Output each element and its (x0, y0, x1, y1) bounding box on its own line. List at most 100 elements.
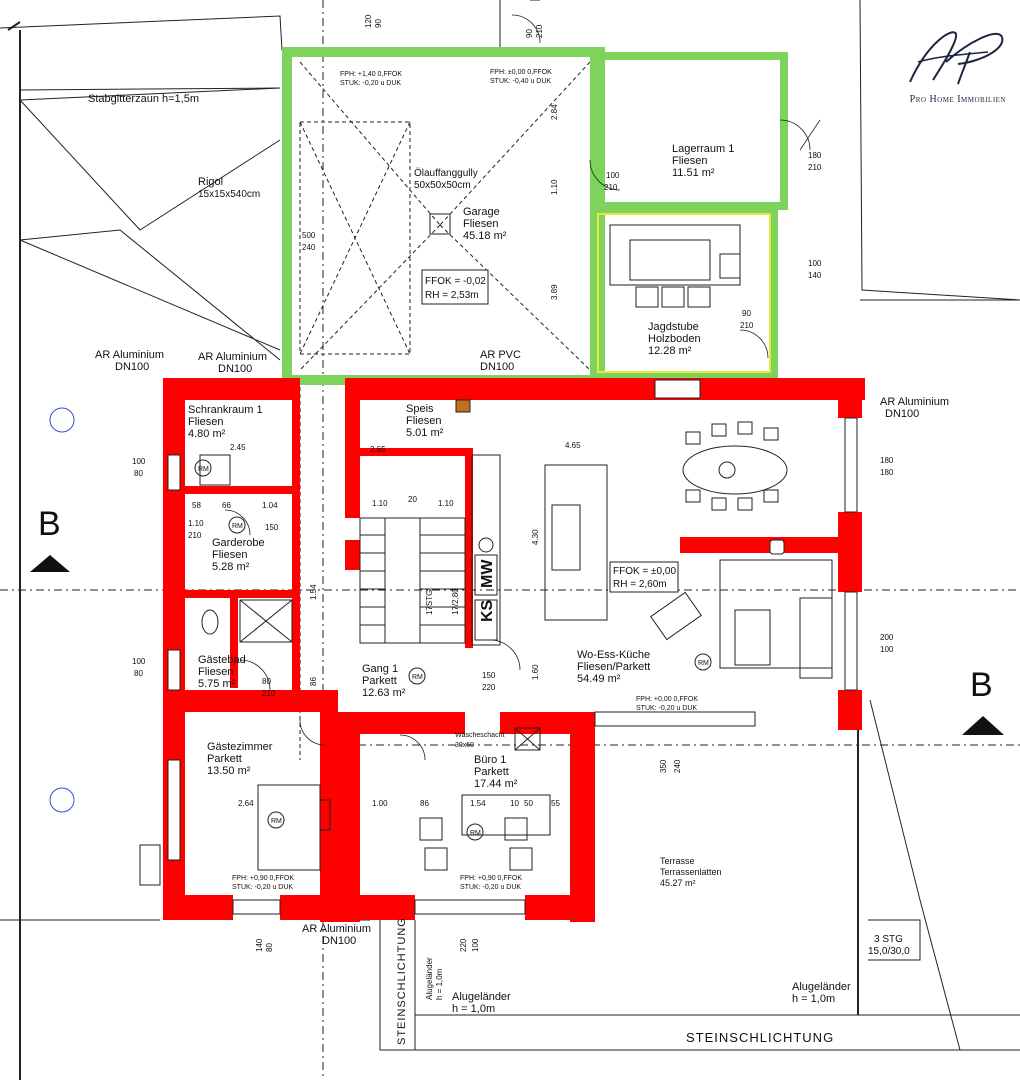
label-alugelaender-3b: h = 1,0m (435, 968, 444, 1000)
fph-2: FPH: ±0,00 0,FFOK (490, 69, 552, 76)
room-garage-floor: Fliesen (463, 218, 498, 230)
dim-100f: 100 (132, 457, 146, 466)
label-alugelaender-1a: Alugeländer (452, 991, 511, 1003)
room-garage-name: Garage (463, 206, 500, 218)
label-ar-alu-4b: DN100 (322, 935, 356, 947)
fph-3-stuk: STUK: -0,20 u DUK (636, 705, 697, 712)
room-lager-name: Lagerraum 1 (672, 143, 734, 155)
dim-264: 2.64 (238, 799, 254, 808)
fph-5: FPH: +0,90 0,FFOK (460, 875, 522, 882)
dim-430: 4.30 (531, 529, 540, 545)
dim-110a: 1.10 (550, 179, 559, 195)
label-alugelaender-2b: h = 1,0m (792, 993, 835, 1005)
rm-5: RM (271, 818, 282, 825)
label-oelgully-size: 50x50x50cm (414, 180, 471, 191)
room-speis-area: 5.01 m² (406, 427, 444, 439)
label-ar-alu-2a: AR Aluminium (198, 351, 267, 363)
dim-240b: 240 (673, 759, 682, 773)
room-terrasse-area: 45.27 m² (660, 878, 696, 888)
room-gaestebad-floor: Fliesen (198, 666, 233, 678)
annotations: Stabgitterzaun h=1,5m Rigol 15x15x540cm … (88, 93, 949, 1015)
dim-180a: 180 (808, 151, 822, 160)
dim-90a: 90 (374, 19, 383, 28)
dim-500: 500 (302, 231, 316, 240)
rm-circles (194, 459, 736, 841)
label-ar-alu-2b: DN100 (218, 363, 252, 375)
dim-50: 50 (524, 799, 533, 808)
room-terrasse-floor: Terrassenlatten (660, 867, 722, 877)
label-waescheschacht: Wäscheschacht (455, 732, 504, 739)
dim-240: 240 (302, 243, 316, 252)
dim-389: 3.89 (550, 284, 559, 300)
dim-100c: 1.00 (372, 799, 388, 808)
room-buero-area: 17.44 m² (474, 778, 518, 790)
dining-chairs (685, 421, 779, 511)
fph-3: FPH: +0,00 0,FFOK (636, 696, 698, 703)
label-ar-pvc-b: DN100 (480, 361, 514, 373)
dim-220b: 220 (459, 938, 468, 952)
room-lager-area: 11.51 m² (672, 167, 715, 179)
label-waescheschacht-dim: 30x50 (455, 742, 474, 749)
section-marker-right: B (970, 666, 993, 704)
room-wek-area: 54.49 m² (577, 673, 621, 685)
room-jagd-area: 12.28 m² (648, 345, 692, 357)
room-buero-name: Büro 1 (474, 754, 506, 766)
dim-90b: 90 (525, 29, 534, 38)
dim-55: 55 (551, 799, 560, 808)
room-gaestezimmer-floor: Parkett (207, 753, 242, 765)
label-wek-rh: RH = 2,60m (613, 579, 667, 590)
dim-110d: 1.10 (188, 519, 204, 528)
dim-66: 66 (222, 501, 231, 510)
stairs (359, 517, 466, 644)
room-gang-floor: Parkett (362, 675, 397, 687)
label-garage-ffok: FFOK = -0,02 (425, 276, 486, 287)
appliance-labels: KS MW (479, 559, 496, 622)
room-buero-floor: Parkett (474, 766, 509, 778)
dim-104: 1.04 (262, 501, 278, 510)
label-ks: KS (479, 599, 496, 622)
dim-10a: 10 (510, 799, 519, 808)
rm-6: RM (470, 830, 481, 837)
room-garderobe-name: Garderobe (212, 537, 265, 549)
dim-100a: 100 (606, 171, 620, 180)
rm-labels: RM RM RM RM RM RM (198, 466, 709, 837)
label-oelgully: Ölauffanggully (414, 167, 478, 179)
room-jagd-floor: Holzboden (648, 333, 701, 345)
label-alugelaender-1b: h = 1,0m (452, 1003, 495, 1015)
vertical-labels: Alugeländer h = 1,0m (425, 957, 444, 1000)
dim-210a: 210 (535, 24, 544, 38)
label-stabgitterzaun: Stabgitterzaun h=1,5m (88, 93, 199, 105)
fph-5-stuk: STUK: -0,20 u DUK (460, 884, 521, 891)
label-stufen-b: 15,0/30,0 (868, 946, 910, 957)
fph-2-stuk: STUK: -0,40 u DUK (490, 78, 551, 85)
dim-80d: 80 (265, 943, 274, 952)
dim-160a: 1.60 (531, 664, 540, 680)
dim-220: 220 (482, 683, 496, 692)
dim-120: 120 (364, 14, 373, 28)
dim-90c: 90 (742, 309, 751, 318)
logo-mark-icon (909, 31, 1004, 85)
room-wek-floor: Fliesen/Parkett (577, 661, 650, 673)
dim-110b: 1.10 (372, 499, 388, 508)
dim-80b: 80 (134, 469, 143, 478)
dim-80a: 80 (134, 669, 143, 678)
label-stg: 17STG (425, 590, 434, 615)
dimensions: 120 90 90 210 100 210 180 210 100 140 90… (132, 14, 894, 952)
label-ar-pvc-a: AR PVC (480, 349, 521, 361)
terrasse-labels: Terrasse Terrassenlatten 45.27 m² (660, 856, 722, 888)
label-mw: MW (479, 559, 496, 588)
dim-20: 20 (408, 495, 417, 504)
dim-110c: 1.10 (438, 499, 454, 508)
fph-4-stuk: STUK: -0,20 u DUK (232, 884, 293, 891)
room-gaestezimmer-area: 13.50 m² (207, 765, 251, 777)
room-gaestebad-area: 5.75 m² (198, 678, 236, 690)
room-gaestezimmer-name: Gästezimmer (207, 741, 273, 753)
room-gaestebad-name: Gästebad (198, 654, 246, 666)
section-markers (30, 555, 1004, 735)
label-wek-ffok: FFOK = ±0,00 (613, 566, 676, 577)
room-labels: Garage Fliesen 45.18 m² Lagerraum 1 Flie… (188, 143, 734, 790)
dim-154: 1.54 (470, 799, 486, 808)
dim-86b: 86 (309, 677, 318, 686)
label-alugelaender-3a: Alugeländer (425, 957, 434, 1000)
